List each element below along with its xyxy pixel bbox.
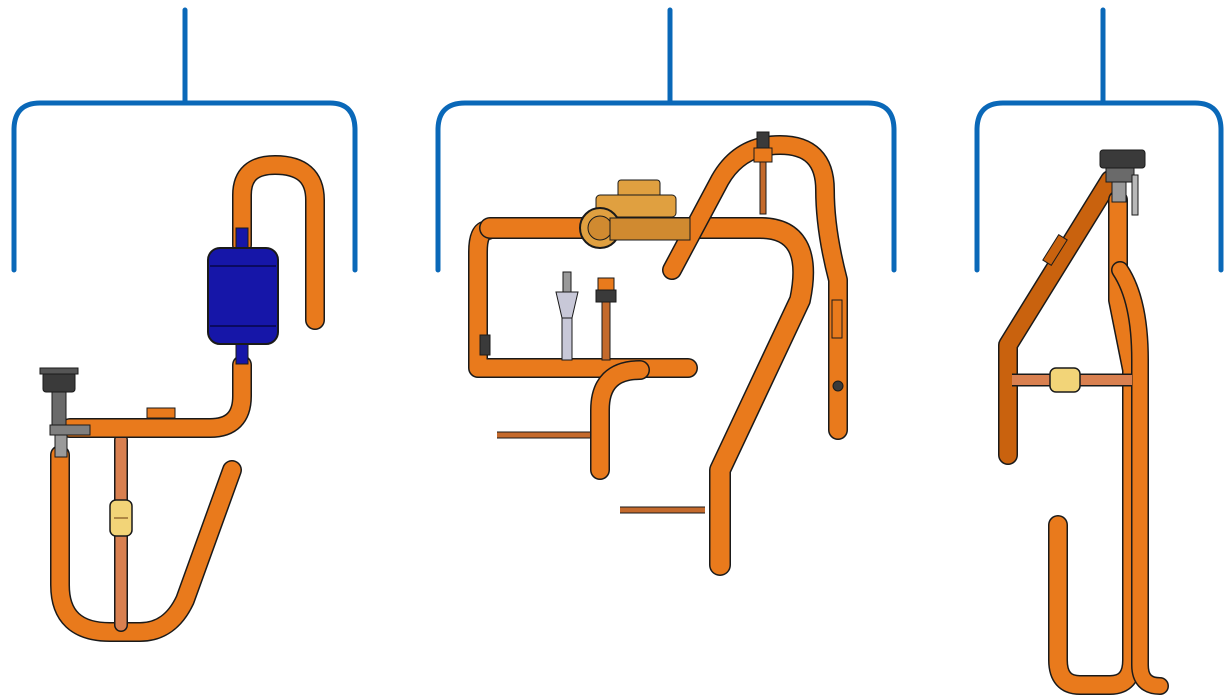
pipe-icon (51, 446, 241, 641)
bracket-right (974, 7, 1224, 273)
assembly-center (468, 131, 848, 576)
bracket-left (11, 7, 358, 273)
pipe-icon (468, 220, 698, 378)
bracket-center (435, 7, 897, 273)
pipe-icon (480, 218, 813, 575)
service-valve-icon (39, 367, 91, 458)
pipe-clip (146, 407, 176, 419)
bracket-icon (435, 7, 897, 273)
pipe-icon (61, 356, 251, 437)
pressure-sensor-icon (595, 277, 617, 361)
filter-drier-icon (207, 227, 279, 365)
bracket-icon (974, 7, 1224, 273)
pressure-sensor-icon (555, 271, 579, 361)
pipe-icon (1112, 262, 1168, 694)
assembly-right (998, 149, 1169, 695)
pipe-icon (60, 355, 252, 438)
access-valve-icon (753, 131, 773, 215)
expansion-valve-icon (1099, 149, 1146, 216)
solenoid-valve-icon (579, 179, 691, 249)
sight-glass-icon (1049, 367, 1081, 393)
pipe-icon (469, 221, 697, 377)
pipe-icon (233, 156, 324, 329)
pipe-icon (999, 171, 1119, 464)
bracket-icon (11, 7, 358, 273)
pipe-icon (591, 361, 649, 479)
pipe-icon (663, 136, 847, 439)
assembly-left (39, 155, 325, 642)
